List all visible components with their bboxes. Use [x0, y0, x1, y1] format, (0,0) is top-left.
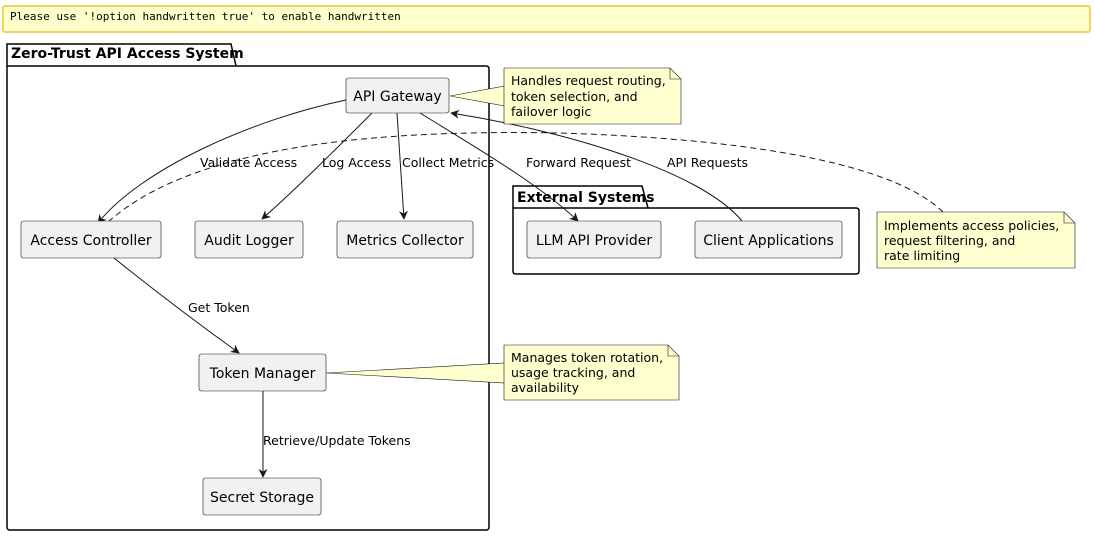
package-title-external: External Systems	[517, 190, 654, 206]
edge-forward-request	[419, 112, 579, 222]
label-api-requests: API Requests	[667, 155, 748, 170]
node-api-gateway[interactable]: API Gateway	[345, 77, 450, 114]
note-gateway: Handles request routing, token selection…	[449, 67, 682, 125]
node-llm-api-provider[interactable]: LLM API Provider	[526, 220, 662, 259]
node-access-controller-label: Access Controller	[30, 233, 151, 249]
note-token-line-3: availability	[511, 380, 580, 395]
label-retrieve-update-tokens: Retrieve/Update Tokens	[263, 433, 411, 448]
warning-text: Please use '!option handwritten true' to…	[10, 10, 401, 23]
note-access-line-1: Implements access policies,	[884, 218, 1059, 233]
label-collect-metrics: Collect Metrics	[402, 155, 494, 170]
note-token: Manages token rotation, usage tracking, …	[325, 344, 680, 401]
node-access-controller[interactable]: Access Controller	[20, 220, 162, 259]
note-gateway-line-2: token selection, and	[511, 89, 638, 104]
note-access-line-2: request filtering, and	[884, 233, 1015, 248]
node-token-manager[interactable]: Token Manager	[198, 353, 327, 392]
note-token-line-2: usage tracking, and	[511, 365, 635, 380]
node-client-applications[interactable]: Client Applications	[694, 220, 843, 259]
label-log-access: Log Access	[322, 155, 391, 170]
node-audit-logger-label: Audit Logger	[204, 233, 294, 249]
node-llm-api-provider-label: LLM API Provider	[536, 233, 653, 249]
edges	[97, 99, 944, 478]
node-secret-storage[interactable]: Secret Storage	[202, 477, 322, 516]
label-validate-access: Validate Access	[200, 155, 297, 170]
node-api-gateway-label: API Gateway	[353, 89, 441, 105]
edge-collect-metrics	[396, 112, 408, 220]
warning-banner: Please use '!option handwritten true' to…	[2, 5, 1091, 33]
edge-api-requests	[450, 109, 743, 222]
node-client-applications-label: Client Applications	[703, 233, 834, 249]
label-forward-request: Forward Request	[526, 155, 631, 170]
package-external-systems: External Systems	[512, 185, 860, 275]
note-gateway-line-3: failover logic	[511, 104, 591, 119]
node-metrics-collector-label: Metrics Collector	[346, 233, 464, 249]
package-zero-trust: Zero-Trust API Access System	[6, 43, 490, 531]
edge-log-access	[261, 112, 373, 220]
edge-get-token	[113, 257, 240, 354]
label-get-token: Get Token	[188, 300, 250, 315]
node-audit-logger[interactable]: Audit Logger	[194, 220, 304, 259]
node-secret-storage-label: Secret Storage	[210, 490, 314, 506]
node-metrics-collector[interactable]: Metrics Collector	[336, 220, 474, 259]
note-access: Implements access policies, request filt…	[876, 211, 1076, 269]
node-token-manager-label: Token Manager	[209, 366, 316, 382]
note-access-line-3: rate limiting	[884, 248, 960, 263]
note-gateway-line-1: Handles request routing,	[511, 73, 666, 88]
edge-validate-access	[97, 99, 347, 224]
package-title-zero-trust: Zero-Trust API Access System	[11, 46, 244, 62]
note-token-line-1: Manages token rotation,	[511, 350, 663, 365]
